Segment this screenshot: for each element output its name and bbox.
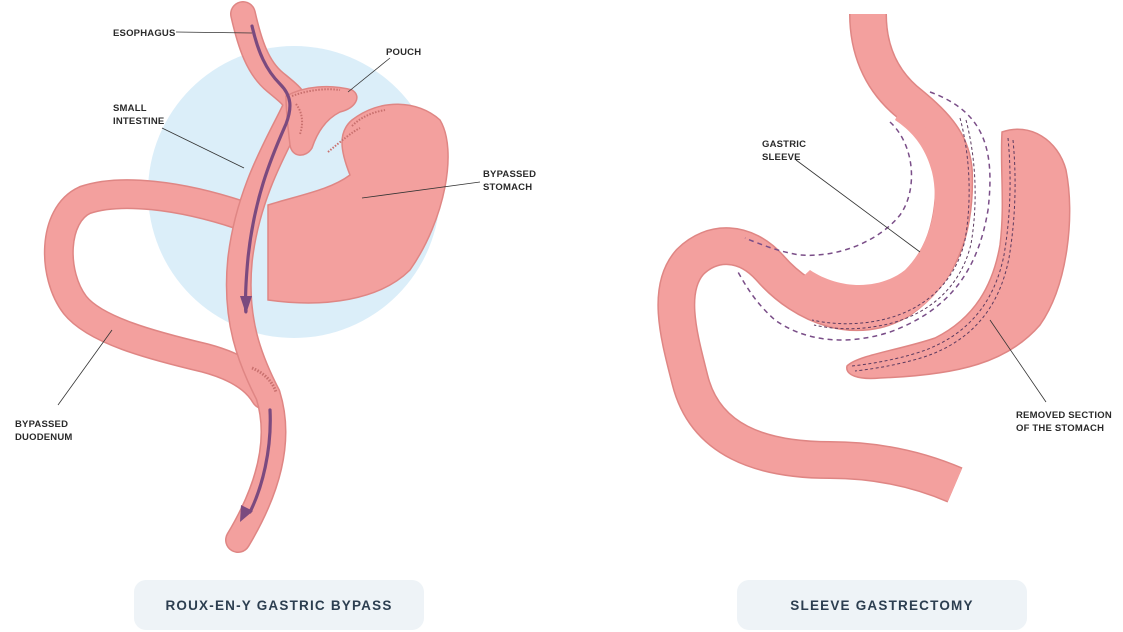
small-intestine-label-line2: INTESTINE bbox=[113, 116, 164, 127]
esophagus-label: ESOPHAGUS bbox=[113, 28, 176, 39]
gastric-sleeve-label-line2: SLEEVE bbox=[762, 152, 801, 163]
sleeve-gastrectomy-caption: SLEEVE GASTRECTOMY bbox=[737, 580, 1027, 630]
roux-en-y-diagram: ESOPHAGUS POUCH SMALL INTESTINE BYPASSED… bbox=[15, 14, 536, 540]
roux-en-y-caption: ROUX-EN-Y GASTRIC BYPASS bbox=[134, 580, 424, 630]
gastric-sleeve-label-line1: GASTRIC bbox=[762, 139, 806, 150]
removed-section-label-line2: OF THE STOMACH bbox=[1016, 423, 1104, 434]
removed-section-label-line1: REMOVED SECTION bbox=[1016, 410, 1112, 421]
bypassed-duodenum-label-line1: BYPASSED bbox=[15, 419, 68, 430]
bypassed-stomach-label-line2: STOMACH bbox=[483, 182, 532, 193]
bypassed-stomach-label-line1: BYPASSED bbox=[483, 169, 536, 180]
bypassed-duodenum-leader bbox=[58, 330, 112, 405]
sleeve-gastrectomy-diagram: GASTRIC SLEEVE REMOVED SECTION OF THE ST… bbox=[676, 14, 1112, 485]
small-intestine-label-line1: SMALL bbox=[113, 103, 147, 114]
bypassed-duodenum-label-line2: DUODENUM bbox=[15, 432, 73, 443]
pouch-label: POUCH bbox=[386, 47, 421, 58]
gastric-sleeve-leader bbox=[796, 160, 920, 252]
